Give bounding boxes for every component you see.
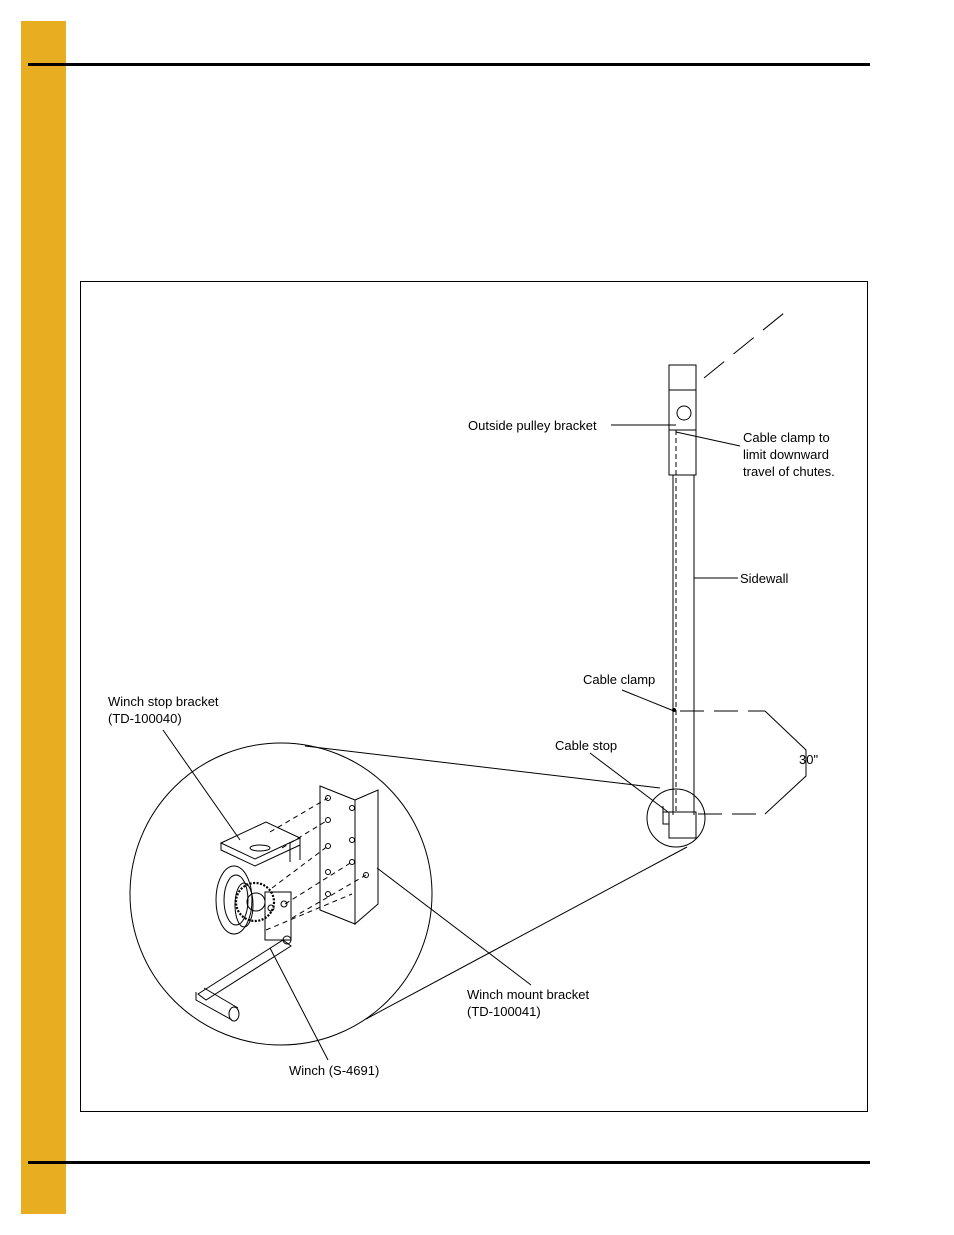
cable-stop-notch [662, 806, 669, 825]
leader-cable-clamp-limit [675, 431, 741, 447]
magnifier-line-top [304, 745, 661, 789]
label-cable-clamp-limit-2: limit downward [743, 447, 829, 462]
magnifier-line-bottom [365, 846, 688, 1020]
winch-frame-bolt [267, 904, 275, 912]
winch-frame-bolt [280, 900, 288, 908]
mount-hole [325, 817, 331, 823]
assembly-line [271, 845, 329, 889]
winch-gear-hub [246, 892, 266, 912]
winch-drum-flange-inner [223, 874, 249, 926]
footer-rule [28, 1161, 870, 1164]
cable-extension [703, 312, 785, 379]
label-cable-clamp-limit-1: Cable clamp to [743, 430, 830, 445]
pulley-icon [676, 405, 692, 421]
winch-handle-grip [228, 1006, 240, 1022]
winch-stop-slot [249, 844, 271, 852]
label-winch-stop-bracket-1: Winch stop bracket [108, 694, 219, 709]
label-winch-stop-bracket-2: (TD-100040) [108, 711, 182, 726]
mount-hole [349, 859, 355, 865]
mount-hole [325, 891, 331, 897]
assembly-line [281, 819, 329, 849]
assembly-line [284, 861, 353, 905]
side-tab [21, 21, 66, 1214]
winch-frame [264, 891, 292, 941]
label-sidewall: Sidewall [740, 571, 789, 586]
label-winch: Winch (S-4691) [289, 1063, 380, 1078]
cable-clamp-dot [672, 708, 676, 712]
label-winch-mount-bracket-1: Winch mount bracket [467, 987, 590, 1002]
assembly-line [265, 893, 353, 931]
mount-hole [363, 872, 369, 878]
leader-winch [269, 947, 329, 1061]
sidewall-base [668, 811, 697, 839]
winch-drum [234, 882, 254, 928]
label-cable-stop: Cable stop [555, 738, 618, 753]
mount-hole [325, 869, 331, 875]
winch-crank-arm [197, 939, 292, 1001]
figure-frame [80, 281, 868, 1112]
sidewall-top-cap [668, 364, 697, 476]
detail-circle-large [129, 742, 433, 1046]
assembly-line [269, 797, 329, 833]
leader-winch-stop-bracket [162, 729, 241, 841]
label-outside-pulley-bracket: Outside pulley bracket [468, 418, 597, 433]
winch-stop-bracket-edge [220, 838, 301, 867]
mount-hole [349, 805, 355, 811]
leader-cable-clamp [621, 689, 675, 712]
label-cable-clamp-limit-3: travel of chutes. [743, 464, 835, 479]
leader-winch-mount-bracket [376, 867, 532, 986]
mount-hole [325, 843, 331, 849]
winch-handle-edge [203, 987, 239, 1009]
winch-stop-bracket [219, 821, 302, 860]
mount-hole [325, 795, 331, 801]
winch-drum-flange [215, 865, 253, 935]
winch-handle [195, 992, 233, 1021]
leader-cable-stop [589, 752, 669, 813]
label-dimension: 30" [799, 752, 819, 767]
detail-circle-small [646, 788, 706, 848]
header-rule [28, 63, 870, 66]
dimension-brace [764, 710, 807, 815]
mount-hole [349, 837, 355, 843]
label-winch-mount-bracket-2: (TD-100041) [467, 1004, 541, 1019]
winch-mount-bracket-flange [354, 789, 379, 926]
winch-gear [234, 881, 276, 923]
label-cable-clamp: Cable clamp [583, 672, 656, 687]
